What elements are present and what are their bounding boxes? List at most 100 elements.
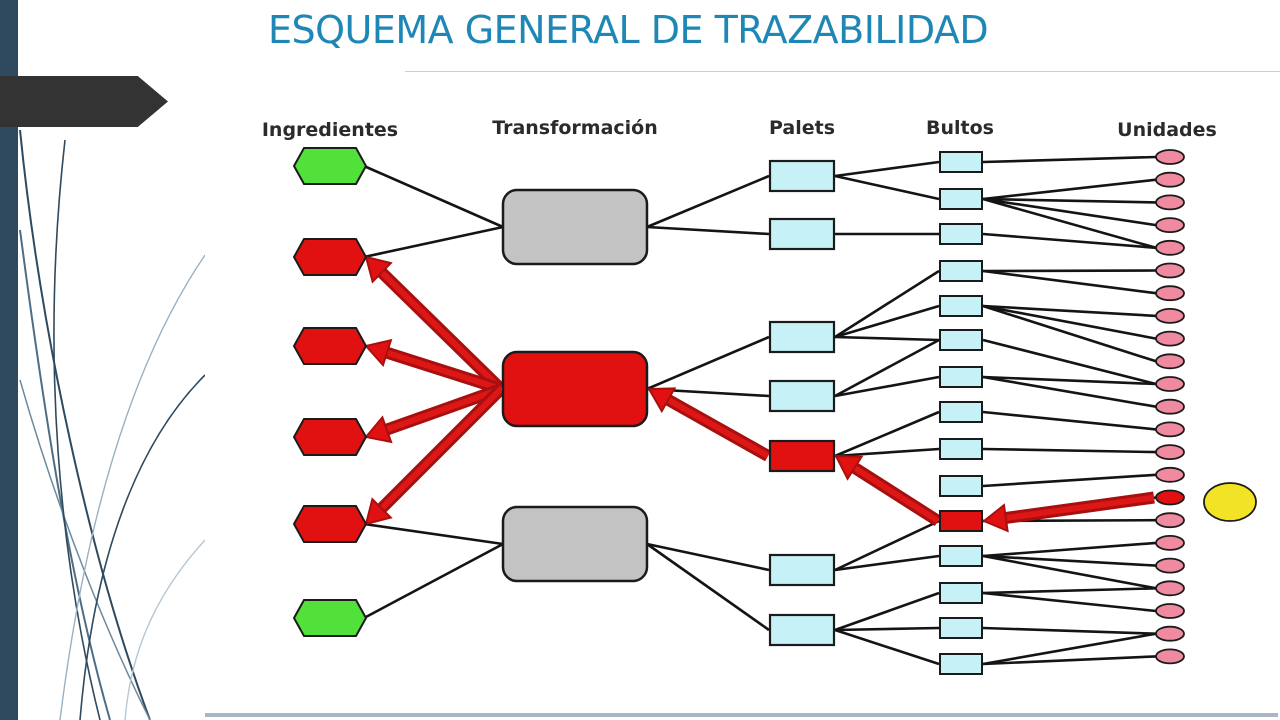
package-node-13 [939, 582, 983, 604]
link-package-unit [982, 626, 1157, 635]
left-accent-bar [0, 0, 18, 720]
traced-arrow-core [666, 397, 770, 459]
link-package-unit [982, 155, 1157, 164]
unit-node-13 [1155, 421, 1185, 438]
link-package-unit [982, 338, 1157, 386]
link-package-unit [982, 541, 1157, 558]
ingredient-node-3 [292, 327, 368, 365]
traced-arrow-core [379, 386, 504, 511]
traced-arrow-head [364, 255, 393, 284]
link-package-unit [982, 197, 1157, 227]
link-pallet-package [834, 304, 940, 339]
link-pallet-package [834, 375, 940, 398]
package-node-8 [939, 401, 983, 423]
link-ingredient-transformation [363, 522, 504, 546]
link-package-unit [982, 632, 1157, 666]
pallet-node-5 [768, 439, 836, 473]
link-package-unit [982, 197, 1157, 204]
link-package-unit [982, 591, 1157, 613]
unit-node-19 [1155, 557, 1185, 574]
title-ribbon [0, 76, 168, 127]
origin-unit-node [1203, 482, 1257, 522]
link-package-unit [982, 473, 1157, 488]
link-package-unit [982, 554, 1157, 590]
package-node-14 [939, 617, 983, 639]
column-label-packages: Bultos [926, 117, 994, 139]
unit-node-22 [1155, 625, 1185, 642]
nodes-layer [292, 147, 1257, 675]
package-node-15 [939, 653, 983, 675]
ingredient-node-5 [292, 505, 368, 543]
traced-arrow-core [852, 465, 940, 524]
link-pallet-package [834, 626, 940, 632]
link-package-unit [982, 375, 1157, 408]
link-ingredient-transformation [363, 225, 504, 259]
column-label-ingredients: Ingredientes [262, 119, 398, 141]
unit-node-3 [1155, 194, 1185, 211]
traced-arrow-2 [364, 338, 503, 395]
link-transformation-pallet [646, 542, 770, 572]
unit-node-23 [1155, 648, 1185, 665]
link-package-unit [982, 655, 1157, 666]
pallet-node-7 [768, 613, 836, 647]
traced-arrow-6 [834, 454, 942, 527]
traced-arrow-head [364, 497, 393, 526]
package-node-9 [939, 438, 983, 460]
traced-arrows-layer [364, 255, 1155, 533]
link-package-unit [982, 447, 1157, 454]
unit-node-1 [1155, 149, 1185, 165]
unit-node-8 [1155, 307, 1185, 324]
unit-node-2 [1155, 171, 1185, 188]
traced-arrow-core [1005, 494, 1155, 521]
pallet-node-4 [768, 379, 836, 413]
link-package-unit [982, 304, 1157, 363]
package-node-2 [939, 188, 983, 210]
unit-node-18 [1155, 534, 1185, 551]
traced-arrow-head [647, 387, 677, 414]
link-transformation-pallet [646, 335, 770, 391]
link-package-unit [982, 178, 1157, 201]
title-underline [405, 71, 1280, 72]
link-pallet-package [834, 554, 940, 572]
link-package-unit [982, 232, 1157, 250]
traced-arrow-head [364, 338, 393, 368]
package-node-12 [939, 545, 983, 567]
traced-arrow-5 [647, 387, 771, 462]
link-ingredient-transformation [363, 542, 504, 620]
link-ingredient-transformation [363, 164, 504, 229]
link-package-unit [982, 587, 1157, 595]
slide-title: ESQUEMA GENERAL DE TRAZABILIDAD [268, 8, 989, 52]
link-transformation-pallet [646, 542, 770, 632]
link-pallet-package [834, 335, 940, 342]
traced-arrow-4 [364, 384, 506, 526]
link-pallet-package [834, 410, 940, 458]
package-node-1 [939, 151, 983, 173]
unit-node-10 [1155, 353, 1185, 370]
link-pallet-package [834, 591, 940, 632]
traced-arrow-1 [364, 255, 506, 394]
pallet-node-2 [768, 217, 836, 251]
traced-arrow-7 [982, 491, 1155, 533]
traced-arrow-head [364, 415, 393, 444]
link-package-unit [982, 269, 1157, 273]
package-node-5 [939, 295, 983, 317]
transformation-node-3 [501, 505, 649, 583]
ingredient-node-2 [292, 238, 368, 276]
package-node-3 [939, 223, 983, 245]
traceability-diagram: Ingredientes Transformación Palets Bulto… [205, 72, 1278, 717]
column-label-units: Unidades [1117, 119, 1217, 141]
transformation-node-2 [501, 350, 649, 428]
package-node-4 [939, 260, 983, 282]
link-package-unit [982, 269, 1157, 295]
package-node-10 [939, 475, 983, 497]
unit-node-6 [1155, 262, 1185, 279]
column-label-transformation: Transformación [492, 117, 658, 139]
ingredient-node-4 [292, 418, 368, 456]
link-package-unit [982, 304, 1157, 318]
link-pallet-package [834, 174, 940, 201]
link-pallet-package [834, 160, 940, 178]
link-pallet-package [834, 447, 940, 458]
package-node-6 [939, 329, 983, 351]
pallet-node-3 [768, 320, 836, 354]
unit-node-9 [1155, 330, 1185, 347]
